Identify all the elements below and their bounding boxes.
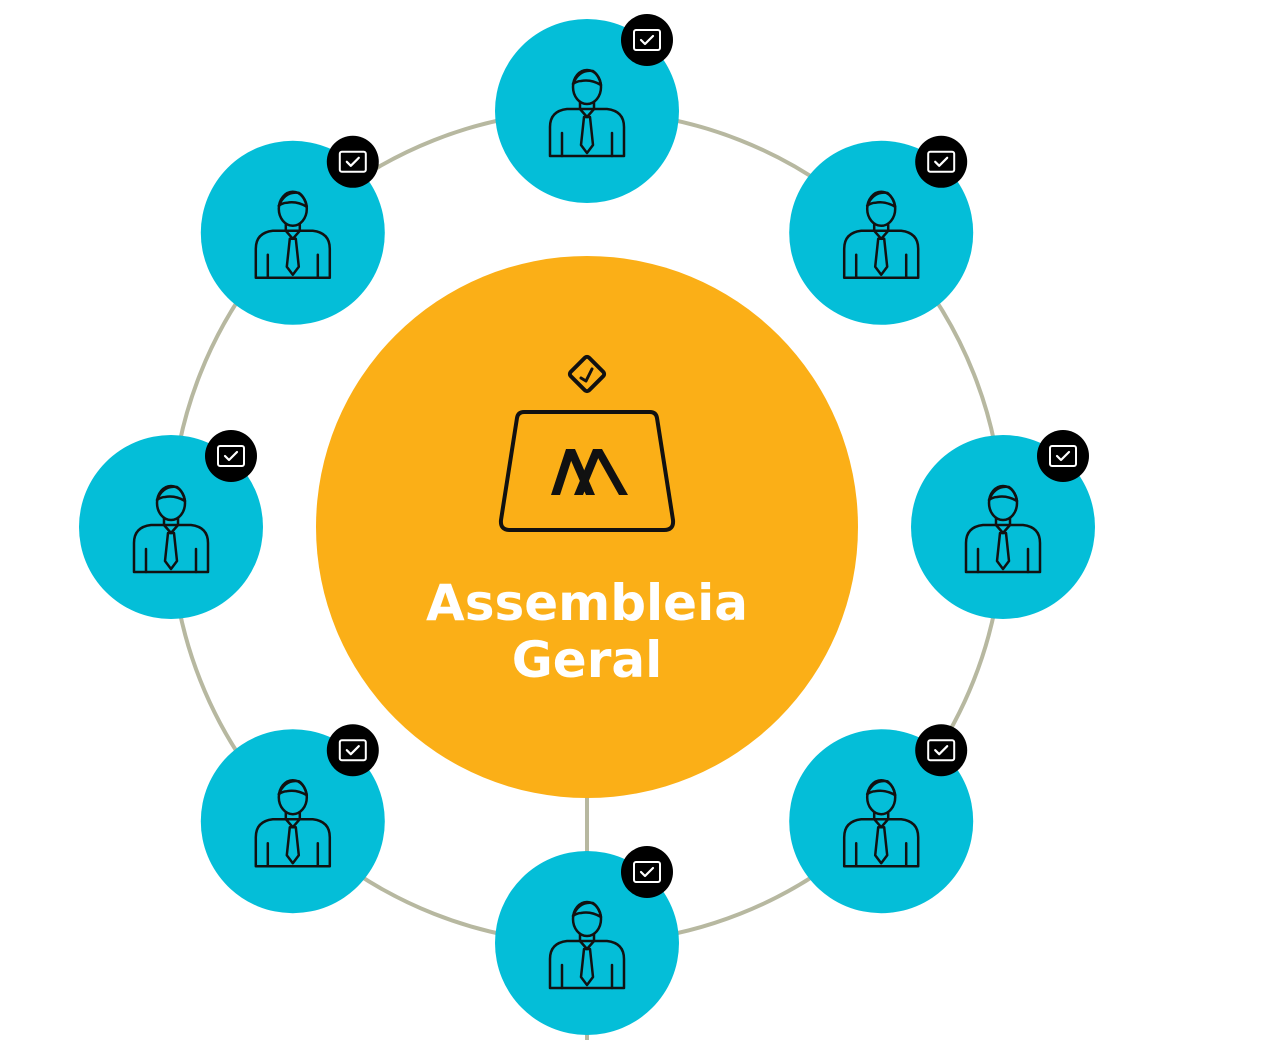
member-circle	[789, 729, 974, 914]
member-circle	[200, 140, 385, 325]
checkmark-icon	[326, 724, 379, 777]
member-node	[789, 724, 974, 914]
member-node	[200, 724, 385, 914]
member-circle	[911, 435, 1095, 619]
checkmark-icon	[1037, 430, 1089, 482]
member-circle	[495, 851, 679, 1035]
member-circle	[200, 729, 385, 914]
member-nodes	[79, 14, 1095, 1035]
member-node	[789, 135, 974, 325]
checkmark-icon	[621, 14, 673, 66]
checkmark-icon	[915, 724, 968, 777]
member-node	[495, 846, 679, 1035]
checkmark-icon	[621, 846, 673, 898]
member-circle	[79, 435, 263, 619]
member-circle	[495, 19, 679, 203]
member-node	[495, 14, 679, 203]
person-icon	[548, 900, 626, 990]
person-icon	[842, 190, 920, 280]
person-icon	[132, 484, 210, 574]
checkmark-icon	[326, 135, 379, 188]
person-icon	[254, 778, 332, 868]
logo-mark	[551, 449, 628, 495]
person-icon	[254, 190, 332, 280]
center-title-line1: Assembleia	[426, 574, 748, 632]
ballot-box-icon	[498, 354, 676, 532]
center-circle	[316, 256, 858, 798]
person-icon	[964, 484, 1042, 574]
checkmark-icon	[915, 135, 968, 188]
center-title-line2: Geral	[512, 631, 663, 689]
person-icon	[842, 778, 920, 868]
person-icon	[548, 68, 626, 158]
member-circle	[789, 140, 974, 325]
member-node	[200, 135, 385, 325]
general-assembly-node: Assembleia Geral	[316, 256, 858, 798]
member-node	[79, 430, 263, 619]
member-node	[911, 430, 1095, 619]
checkmark-icon	[205, 430, 257, 482]
